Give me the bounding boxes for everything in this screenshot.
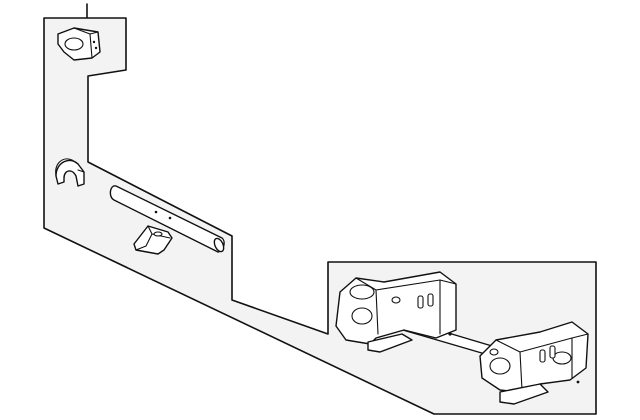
cross-tube-part[interactable] — [109, 185, 225, 253]
clip-part[interactable] — [55, 158, 85, 187]
background-panel — [43, 17, 597, 415]
bracket-part[interactable] — [57, 27, 101, 61]
mount-block-part[interactable] — [133, 225, 173, 255]
rear-axle-crossmember-part[interactable] — [335, 271, 589, 405]
